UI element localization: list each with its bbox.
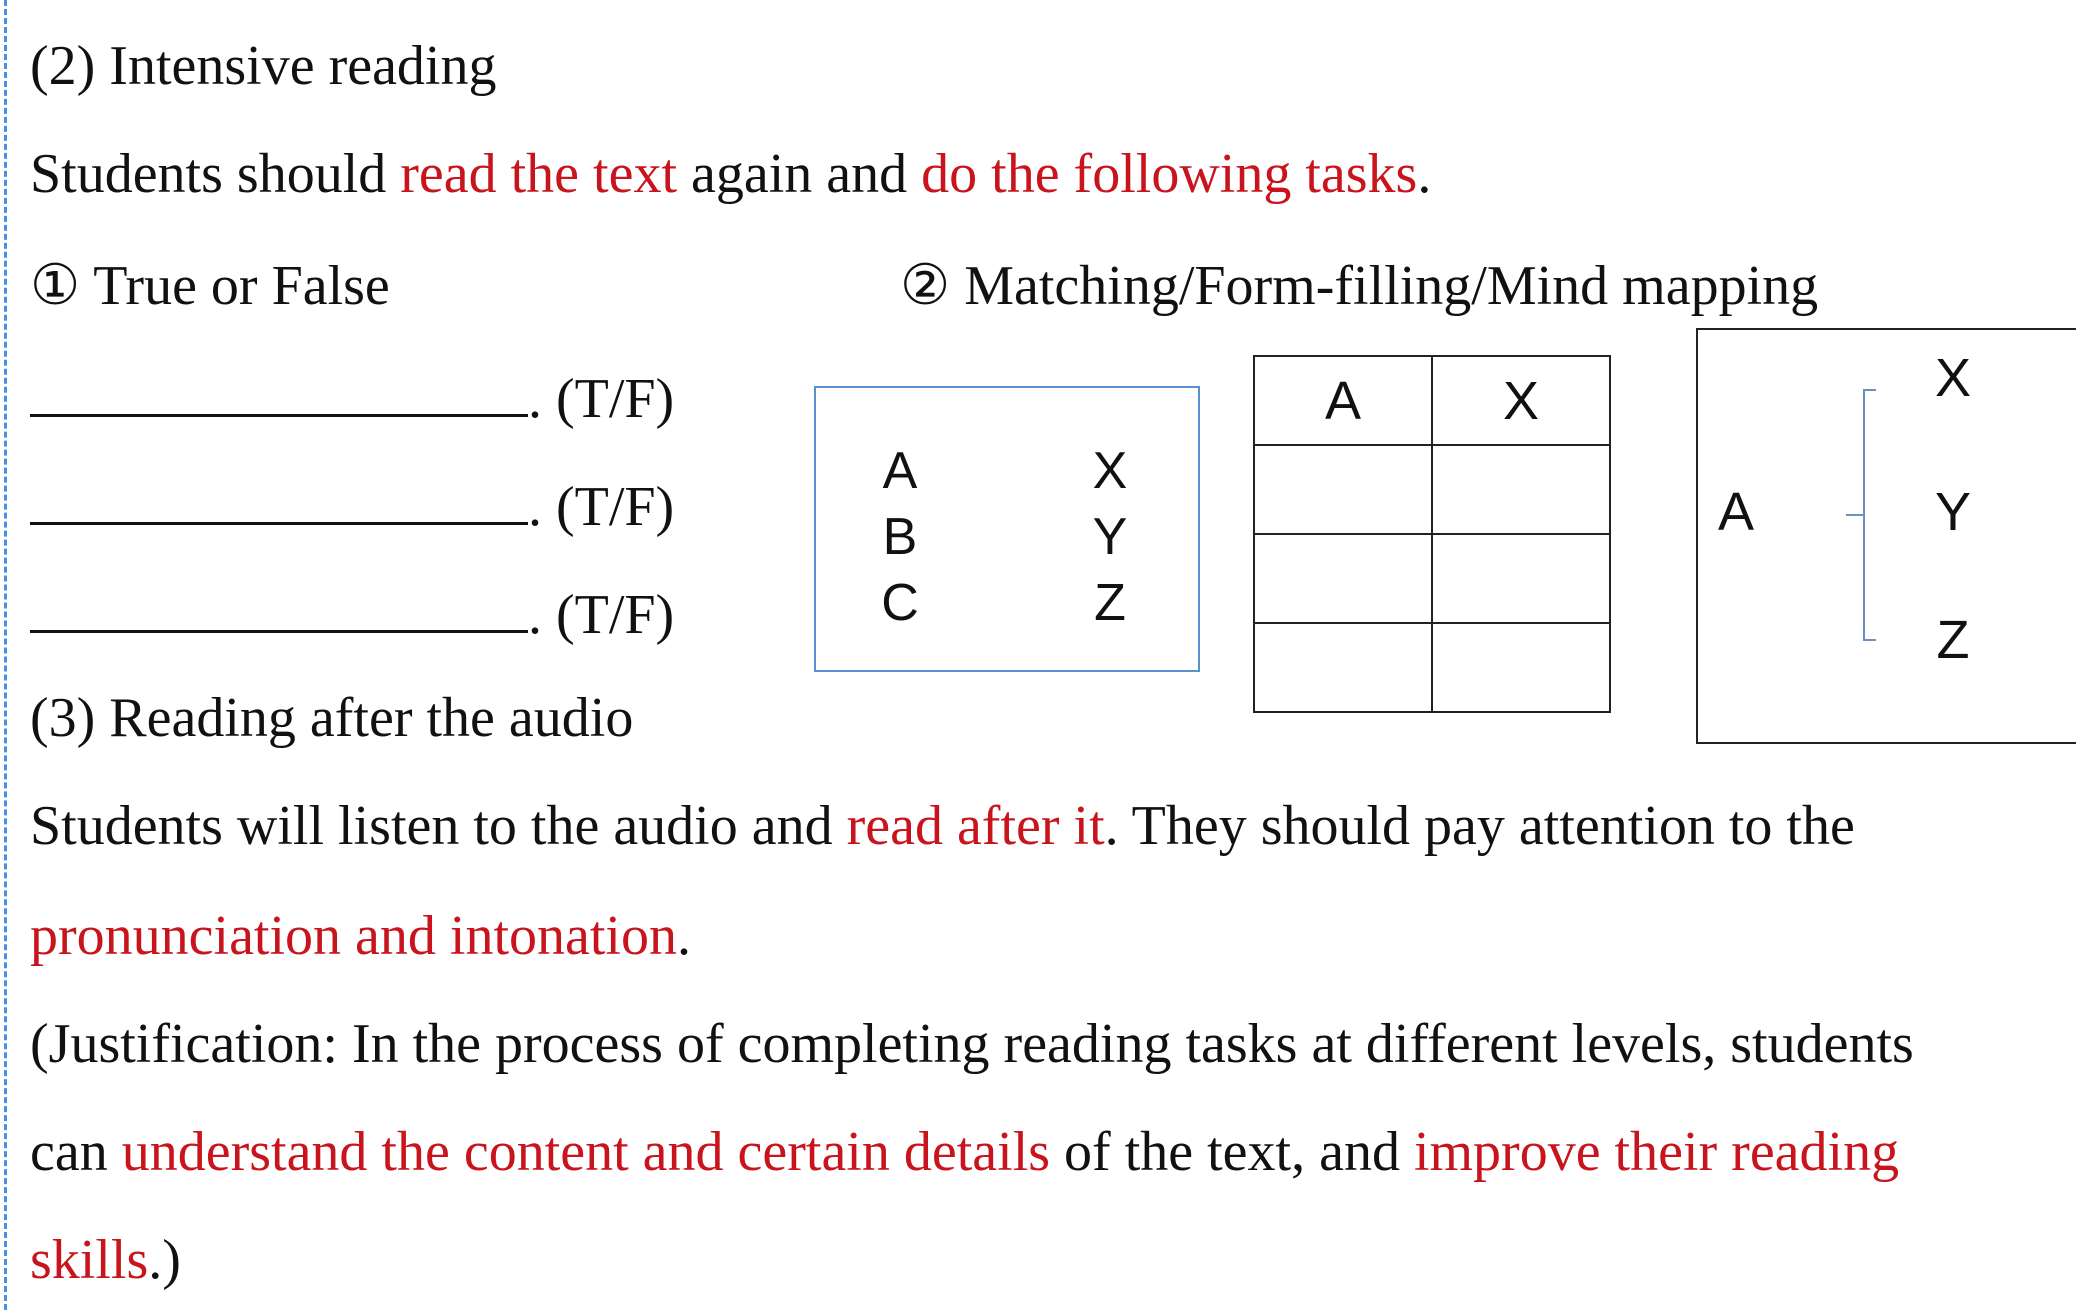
table-cell[interactable]: [1431, 444, 1611, 535]
matching-right-item: X: [1092, 442, 1128, 500]
matching-right-item: Z: [1094, 574, 1126, 632]
table-row: [1253, 444, 1611, 535]
tf-answer-blank[interactable]: [30, 578, 528, 633]
justification-text-3: .): [148, 1229, 181, 1291]
tf-answer-blank[interactable]: [30, 470, 528, 525]
matching-left-item: B: [882, 508, 918, 566]
mind-map-root: A: [1717, 482, 1755, 542]
instruction-text-3: .: [1417, 143, 1432, 205]
table-row: [1253, 533, 1611, 624]
justification-line1: (Justification: In the process of comple…: [30, 1013, 1914, 1075]
justification-highlight-3: skills: [30, 1229, 149, 1291]
table-row: [1253, 622, 1611, 713]
task-label-matching: ② Matching/Form-filling/Mind mapping: [900, 255, 1819, 317]
audio-text-3: .: [676, 905, 691, 967]
tf-suffix: . (T/F): [528, 476, 675, 538]
audio-highlight-1: read after it: [846, 795, 1105, 857]
justification-line3: skills.): [30, 1226, 181, 1294]
left-guide-line: [4, 0, 7, 1310]
mind-map-branch: Y: [1934, 482, 1972, 542]
justification-highlight-2: improve their reading: [1413, 1121, 1900, 1183]
justification-text-2: of the text, and: [1050, 1121, 1414, 1183]
matching-left-item: C: [881, 574, 919, 632]
mind-map-brace: [1846, 389, 1876, 641]
audio-instruction-line1: Students will listen to the audio and re…: [30, 792, 1855, 860]
section-heading-intensive: (2) Intensive reading: [30, 35, 497, 97]
audio-text-2: . They should pay attention to the: [1104, 795, 1855, 857]
instruction-text-2: again and: [677, 143, 922, 205]
matching-box: A B C X Y Z: [814, 386, 1200, 672]
table-header-row: A X: [1253, 355, 1611, 446]
audio-instruction-line2: pronunciation and intonation.: [30, 902, 691, 970]
instruction-highlight-2: do the following tasks: [921, 143, 1418, 205]
table-header-cell: X: [1431, 355, 1611, 446]
audio-highlight-2: pronunciation and intonation: [30, 905, 677, 967]
matching-right-item: Y: [1092, 508, 1128, 566]
task-label-true-false: ① True or False: [30, 255, 390, 317]
tf-row: . (T/F): [30, 470, 674, 538]
tf-row: . (T/F): [30, 362, 674, 430]
table-cell[interactable]: [1431, 622, 1611, 713]
table-cell[interactable]: [1431, 533, 1611, 624]
tf-suffix: . (T/F): [528, 584, 675, 646]
audio-text-1: Students will listen to the audio and: [30, 795, 847, 857]
matching-left-item: A: [882, 442, 918, 500]
table-header-cell: A: [1253, 355, 1433, 446]
table-cell[interactable]: [1253, 444, 1433, 535]
mind-map-branch: X: [1934, 348, 1972, 408]
form-filling-table: A X: [1253, 355, 1611, 713]
tf-suffix: . (T/F): [528, 368, 675, 430]
matching-right-column: X Y Z: [1080, 438, 1140, 636]
instruction-text-1: Students should: [30, 143, 401, 205]
table-cell[interactable]: [1253, 533, 1433, 624]
matching-left-column: A B C: [870, 438, 930, 636]
tf-row: . (T/F): [30, 578, 674, 646]
justification-line2: can understand the content and certain d…: [30, 1118, 1899, 1186]
justification-highlight-1: understand the content and certain detai…: [121, 1121, 1051, 1183]
intensive-instruction: Students should read the text again and …: [30, 140, 1431, 208]
instruction-highlight-1: read the text: [400, 143, 678, 205]
table-cell[interactable]: [1253, 622, 1433, 713]
mind-map-branch: Z: [1936, 610, 1970, 670]
section-heading-audio: (3) Reading after the audio: [30, 687, 634, 749]
tf-answer-blank[interactable]: [30, 362, 528, 417]
justification-text-1: can: [30, 1121, 122, 1183]
mind-map-box: A X Y Z: [1696, 328, 2076, 744]
